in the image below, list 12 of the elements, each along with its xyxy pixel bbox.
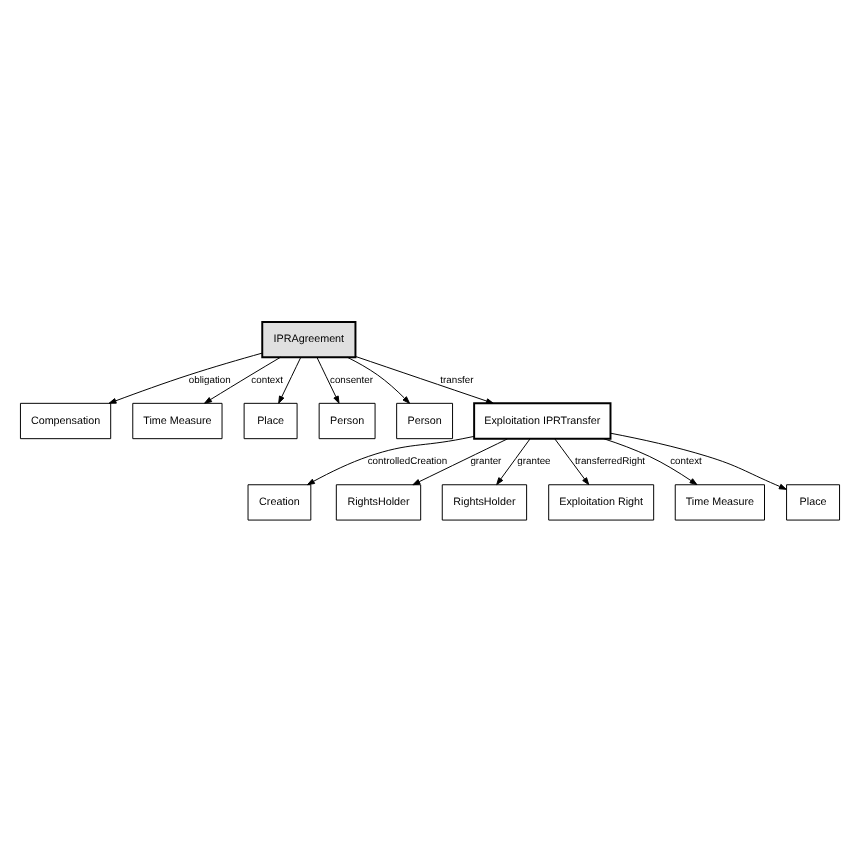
arrow bbox=[278, 356, 302, 404]
arrow bbox=[204, 356, 282, 404]
arrow bbox=[346, 356, 410, 404]
arrow bbox=[412, 438, 509, 486]
arrow bbox=[496, 438, 531, 486]
arrow bbox=[554, 438, 590, 486]
arrow bbox=[610, 432, 787, 490]
arrow bbox=[307, 435, 475, 486]
arrow bbox=[316, 356, 340, 404]
arrow bbox=[603, 438, 698, 486]
arrow bbox=[355, 355, 494, 404]
arrow bbox=[108, 352, 263, 404]
